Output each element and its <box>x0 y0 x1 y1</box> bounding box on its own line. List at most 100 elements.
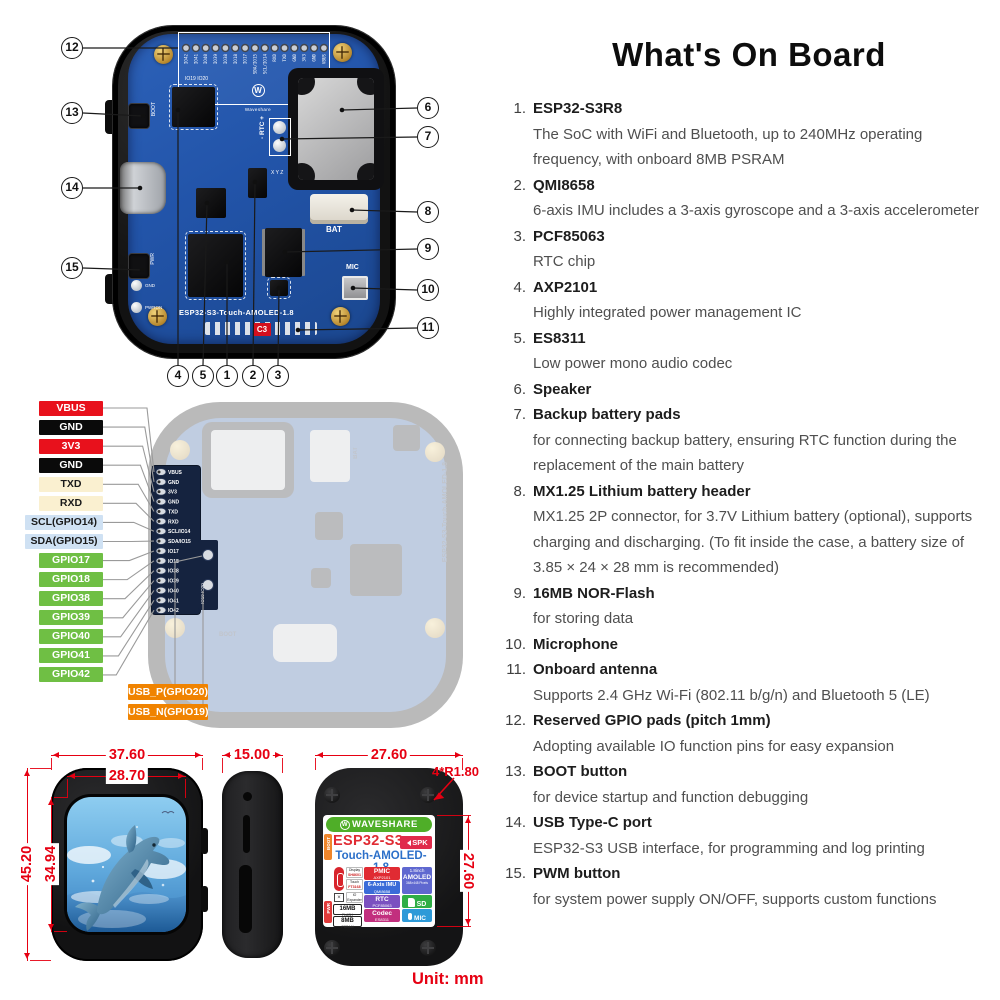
component-description: The SoC with WiFi and Bluetooth, up to 2… <box>533 125 923 169</box>
callout-9: 9 <box>417 238 439 260</box>
component-name: ESP32-S3R8 <box>533 100 623 117</box>
sticker-model-line1: ESP32-S3- <box>333 833 409 849</box>
callout-14: 14 <box>61 177 83 199</box>
screw <box>154 45 173 64</box>
speaker-badge: SPK <box>400 836 432 849</box>
component-name: 16MB NOR-Flash <box>533 584 655 602</box>
weee-icon: × <box>334 893 344 902</box>
component-name: Microphone <box>533 635 618 653</box>
component-description: Adopting available IO function pins for … <box>533 737 895 755</box>
pin-label-gpio40: GPIO40 <box>39 629 103 645</box>
side-slot-large <box>239 865 252 933</box>
callout-2: 2 <box>242 365 264 387</box>
gnd-pad <box>131 280 142 291</box>
dim-front-height: 45.20 <box>19 842 35 886</box>
list-item: 6.Speaker <box>505 377 993 403</box>
callout-3: 3 <box>267 365 289 387</box>
component-name: Onboard antenna <box>533 661 658 678</box>
list-item-number: 1. <box>513 100 526 117</box>
pin-label-sdagpio15: SDA(GPIO15) <box>25 533 103 549</box>
back-screw <box>420 940 436 956</box>
component-description: for device startup and function debuggin… <box>533 788 809 806</box>
list-item: 12.Reserved GPIO pads (pitch 1mm)Adoptin… <box>505 708 993 759</box>
dolphin-image <box>67 797 186 932</box>
list-item-content: Reserved GPIO pads (pitch 1mm) Adopting a… <box>533 708 894 759</box>
list-item-number: 3. <box>513 227 526 245</box>
silk-board-name: ESP32-S3-Touch-AMOLED-1.8 <box>179 308 294 317</box>
pin-header-strip <box>152 466 200 614</box>
ghost-mic <box>393 425 420 451</box>
speaker <box>298 78 374 180</box>
front-view <box>51 768 208 961</box>
component-description: ESP32-S3 USB interface, for programming … <box>533 839 925 857</box>
dim-screen-height: 34.94 <box>43 842 59 886</box>
pin-label-rxd: RXD <box>39 495 103 511</box>
list-item-number: 9. <box>513 584 526 602</box>
pin-label-gnd: GND <box>39 419 103 435</box>
microphone-icon <box>408 913 413 920</box>
component-name: Reserved GPIO pads (pitch 1mm) <box>533 712 771 729</box>
pin-label-vbus: VBUS <box>39 400 103 416</box>
list-item-number: 13. <box>505 763 526 780</box>
list-item-number: 2. <box>513 176 526 194</box>
pin-label-txd: TXD <box>39 476 103 492</box>
microphone <box>342 276 368 300</box>
pin-label-3v3: 3V3 <box>39 438 103 454</box>
back-screw <box>324 787 340 803</box>
axp2101-chip <box>169 84 218 130</box>
screw <box>148 307 167 326</box>
component-description: for storing data <box>533 610 634 627</box>
callout-4: 4 <box>167 365 189 387</box>
list-item-number: 11. <box>506 661 526 678</box>
usb-c-port <box>120 162 166 214</box>
battery-header <box>310 194 368 224</box>
nor-flash-chip <box>265 228 302 277</box>
component-name: PCF85063 <box>533 227 605 245</box>
callout-7: 7 <box>417 126 439 148</box>
callout-5: 5 <box>192 365 214 387</box>
component-description: for connecting backup battery, ensuring … <box>533 431 957 475</box>
esp32-s3-chip <box>185 231 246 300</box>
tile-mic: MIC <box>402 909 432 922</box>
callout-1: 1 <box>216 365 238 387</box>
silk-rtc: - RTC + <box>259 116 266 139</box>
component-name: USB Type-C port <box>533 814 652 831</box>
silk-pwron: PWRON <box>145 305 163 310</box>
component-name: PWM button <box>533 865 621 882</box>
boot-button <box>129 104 149 128</box>
list-item-number: 14. <box>505 814 526 831</box>
pin-label-gpio38: GPIO38 <box>39 591 103 607</box>
pin-label-gpio17: GPIO17 <box>39 553 103 569</box>
list-item-number: 15. <box>505 865 526 882</box>
callout-12: 12 <box>61 37 83 59</box>
pcb-annotated-photo: IO19 IO20 BOOT PWR GND PWRON - RTC + BAT… <box>55 22 455 394</box>
list-item-content: 16MB NOR-Flash for storing data <box>533 581 655 632</box>
screw <box>331 307 350 326</box>
back-screw <box>324 940 340 956</box>
ghost-bat-connector <box>310 430 350 482</box>
callout-13: 13 <box>61 102 83 124</box>
speaker-icon <box>404 840 412 846</box>
ghost-usbc <box>273 624 337 662</box>
silk-bat: BAT <box>326 225 342 234</box>
silk-io19-io20: IO19 IO20 <box>185 76 209 82</box>
amoled-screen <box>67 797 186 932</box>
list-item-number: 7. <box>513 406 526 423</box>
silk-mic: MIC <box>346 264 359 271</box>
dim-front-width: 37.60 <box>105 747 149 763</box>
